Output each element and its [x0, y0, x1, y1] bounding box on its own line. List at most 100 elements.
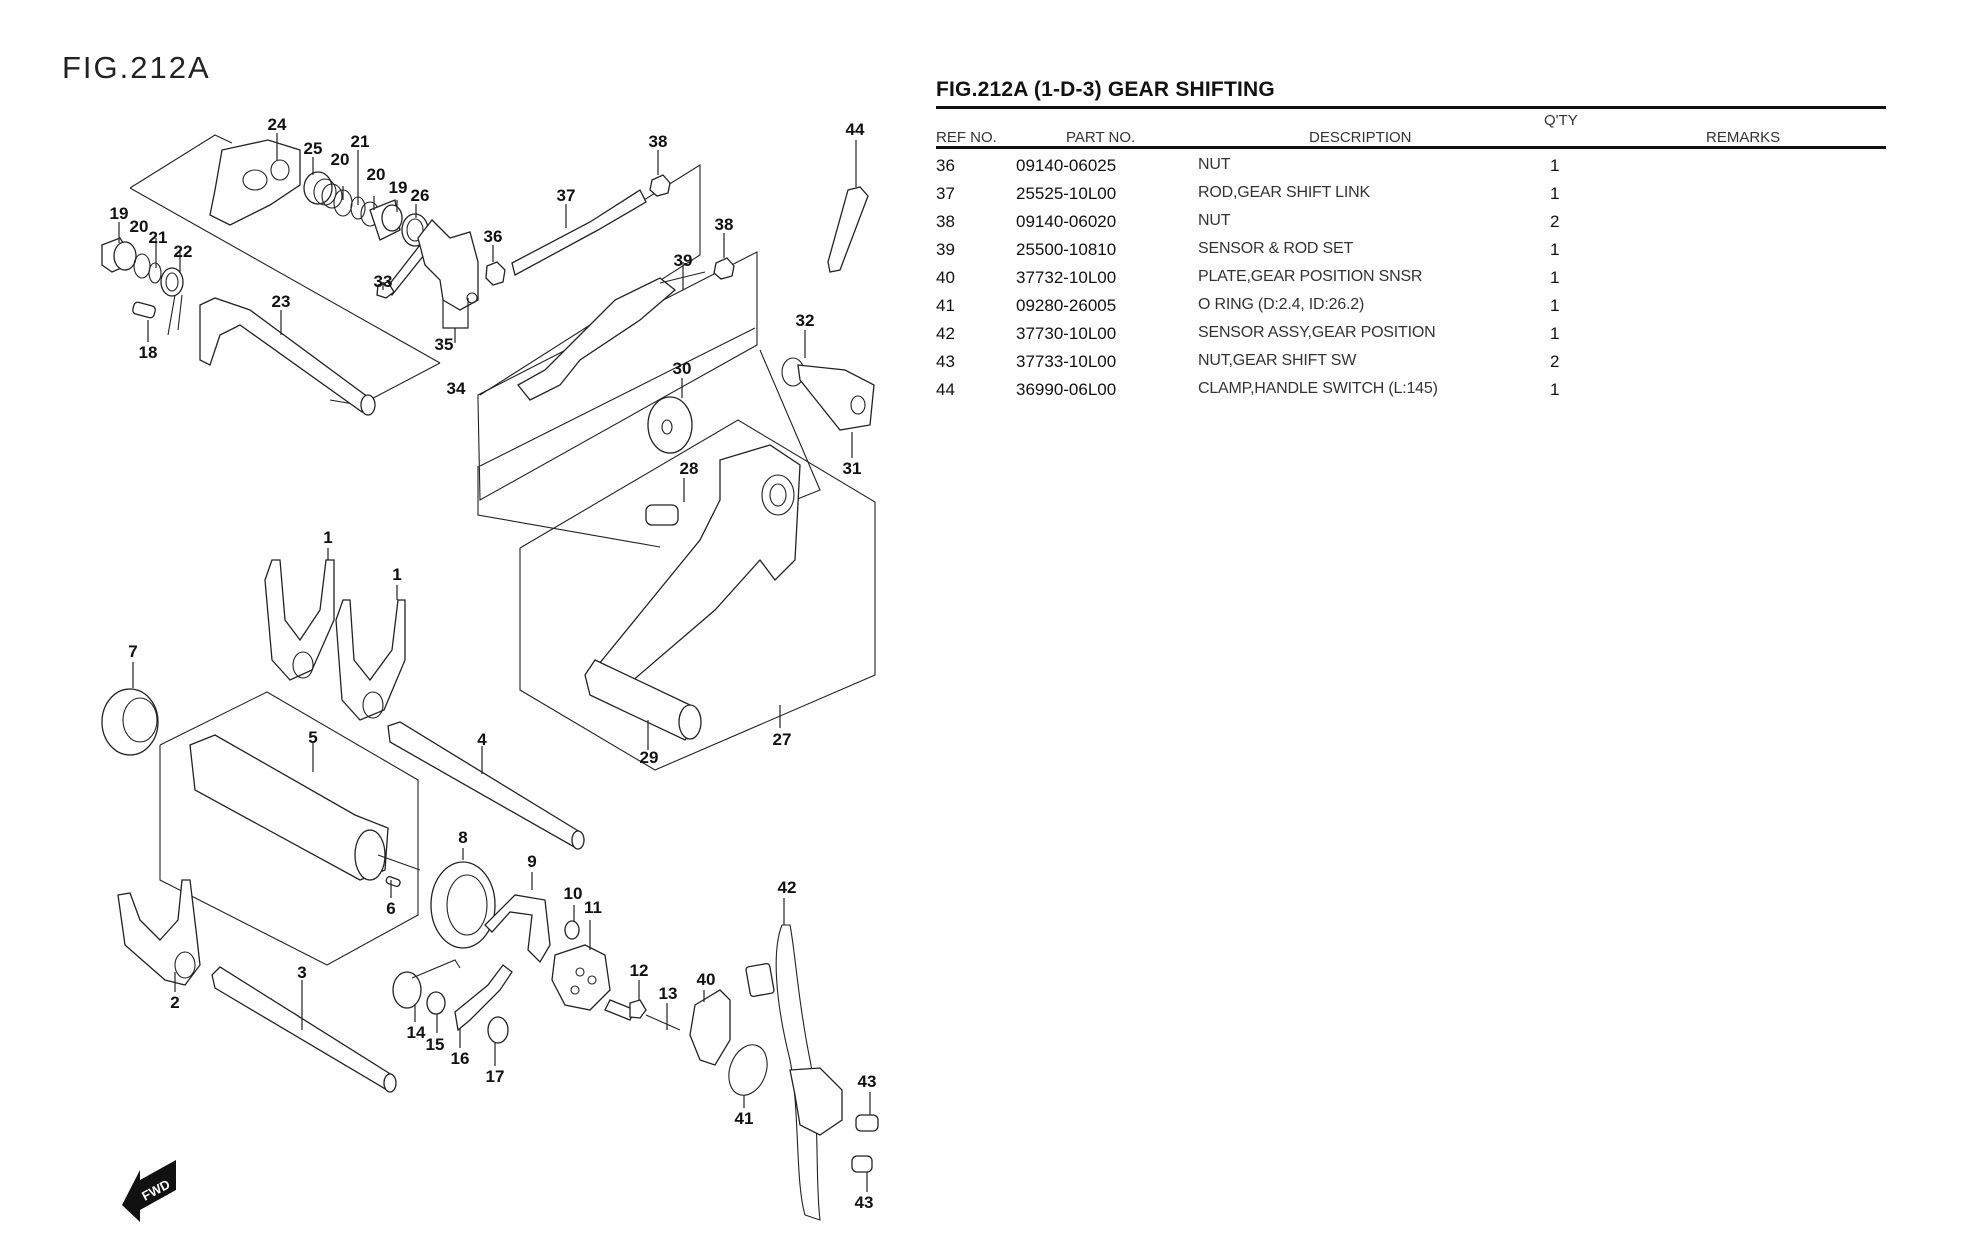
table-header: REF NO. PART NO. DESCRIPTION Q'TY REMARK… — [936, 109, 1886, 146]
table-row: 40 37732-10L00 PLATE,GEAR POSITION SNSR … — [936, 264, 1886, 292]
qty: 1 — [1550, 240, 1560, 259]
table-row: 38 09140-06020 NUT 2 — [936, 208, 1886, 236]
part-34-35-arm — [417, 219, 479, 311]
part-33-bolt — [376, 244, 429, 299]
callout-34: 34 — [447, 379, 466, 398]
part-2-fork — [117, 879, 201, 986]
callout-3: 3 — [297, 963, 306, 982]
callout-42: 42 — [778, 878, 797, 897]
callout-20: 20 — [130, 217, 149, 236]
callout-39: 39 — [674, 251, 693, 270]
part-27-shift-lever — [589, 444, 801, 701]
callout-2: 2 — [170, 993, 179, 1012]
part-38-nut-lower — [713, 257, 735, 280]
header-part-no: PART NO. — [1066, 129, 1136, 146]
callout-23: 23 — [272, 292, 291, 311]
part-no: 37730-10L00 — [1016, 324, 1117, 343]
part-19-bearing-left — [101, 237, 137, 273]
description: NUT — [1198, 156, 1231, 173]
callout-37: 37 — [557, 186, 576, 205]
part-6-pin — [385, 876, 401, 888]
part-20-21-22-left — [133, 253, 184, 336]
part-8-bearing — [430, 861, 496, 949]
part-4-shaft — [387, 721, 585, 850]
part-no: 09140-06020 — [1016, 212, 1117, 231]
callout-4: 4 — [477, 730, 487, 749]
figure-label: FIG.212A — [62, 50, 211, 85]
part-10-screw — [564, 920, 580, 940]
qty: 1 — [1550, 268, 1560, 287]
forward-arrow-icon: FWD — [122, 1160, 176, 1222]
ref-no: 36 — [936, 156, 955, 175]
callout-14: 14 — [407, 1023, 426, 1042]
part-14-15-spring-washer — [392, 959, 461, 1015]
part-no: 09140-06025 — [1016, 156, 1117, 175]
part-42-sensor-assy — [745, 924, 843, 1221]
part-43-nuts — [851, 1114, 879, 1173]
callout-30: 30 — [673, 359, 692, 378]
table-row: 36 09140-06025 NUT 1 — [936, 152, 1886, 180]
ref-no: 42 — [936, 324, 955, 343]
part-39-sensor-rod — [517, 271, 706, 401]
callout-8: 8 — [458, 828, 467, 847]
part-38-nut-upper — [649, 174, 671, 197]
table-row: 37 25525-10L00 ROD,GEAR SHIFT LINK 1 — [936, 180, 1886, 208]
ref-no: 37 — [936, 184, 955, 203]
part-37-rod — [511, 189, 647, 276]
callout-44: 44 — [846, 120, 865, 139]
part-36-nut — [485, 261, 506, 286]
qty: 2 — [1550, 212, 1560, 231]
part-no: 36990-06L00 — [1016, 380, 1117, 399]
part-1-fork-a — [264, 559, 335, 681]
part-44-clamp — [827, 186, 869, 273]
part-29-footpeg-rubber — [584, 659, 702, 741]
part-41-o-ring — [728, 1044, 768, 1096]
callout-1: 1 — [323, 528, 332, 547]
table-body: 36 09140-06025 NUT 1 37 25525-10L00 ROD,… — [936, 152, 1886, 404]
header-remarks: REMARKS — [1706, 129, 1781, 146]
part-24-plate — [209, 139, 301, 226]
ref-no: 38 — [936, 212, 955, 231]
callout-31: 31 — [843, 459, 862, 478]
table-row: 43 37733-10L00 NUT,GEAR SHIFT SW 2 — [936, 348, 1886, 376]
header-description: DESCRIPTION — [1309, 129, 1412, 146]
ref-no: 39 — [936, 240, 955, 259]
callout-6: 6 — [386, 899, 395, 918]
callout-32: 32 — [796, 311, 815, 330]
description: ROD,GEAR SHIFT LINK — [1198, 184, 1370, 201]
part-3-shaft — [211, 966, 397, 1093]
part-7-bearing — [101, 688, 159, 756]
callout-41: 41 — [735, 1109, 754, 1128]
callout-43: 43 — [858, 1072, 877, 1091]
callout-20: 20 — [331, 150, 350, 169]
qty: 1 — [1550, 324, 1560, 343]
part-28-bolt — [645, 504, 679, 526]
callout-28: 28 — [680, 459, 699, 478]
callout-38: 38 — [649, 132, 668, 151]
table-row: 44 36990-06L00 CLAMP,HANDLE SWITCH (L:14… — [936, 376, 1886, 404]
callout-labels: 24 25 21 20 20 19 26 19 20 21 22 18 23 3… — [110, 115, 877, 1212]
table-row: 39 25500-10810 SENSOR & ROD SET 1 — [936, 236, 1886, 264]
table-row: 41 09280-26005 O RING (D:2.4, ID:26.2) 1 — [936, 292, 1886, 320]
description: NUT,GEAR SHIFT SW — [1198, 352, 1357, 369]
callout-19: 19 — [389, 178, 408, 197]
callout-13: 13 — [659, 984, 678, 1003]
part-no: 37732-10L00 — [1016, 268, 1117, 287]
callout-36: 36 — [484, 227, 503, 246]
part-31-32-pivot — [781, 357, 875, 431]
qty: 1 — [1550, 380, 1560, 399]
description: O RING (D:2.4, ID:26.2) — [1198, 296, 1365, 313]
callout-38: 38 — [715, 215, 734, 234]
table-header-rule — [936, 146, 1886, 149]
table-row: 42 37730-10L00 SENSOR ASSY,GEAR POSITION… — [936, 320, 1886, 348]
description: NUT — [1198, 212, 1231, 229]
description: PLATE,GEAR POSITION SNSR — [1198, 268, 1423, 285]
part-17-bolt — [487, 1016, 509, 1044]
callout-24: 24 — [268, 115, 287, 134]
callout-7: 7 — [128, 642, 137, 661]
callout-33: 33 — [374, 272, 393, 291]
callout-22: 22 — [174, 242, 193, 261]
callout-15: 15 — [426, 1035, 445, 1054]
callout-40: 40 — [697, 970, 716, 989]
